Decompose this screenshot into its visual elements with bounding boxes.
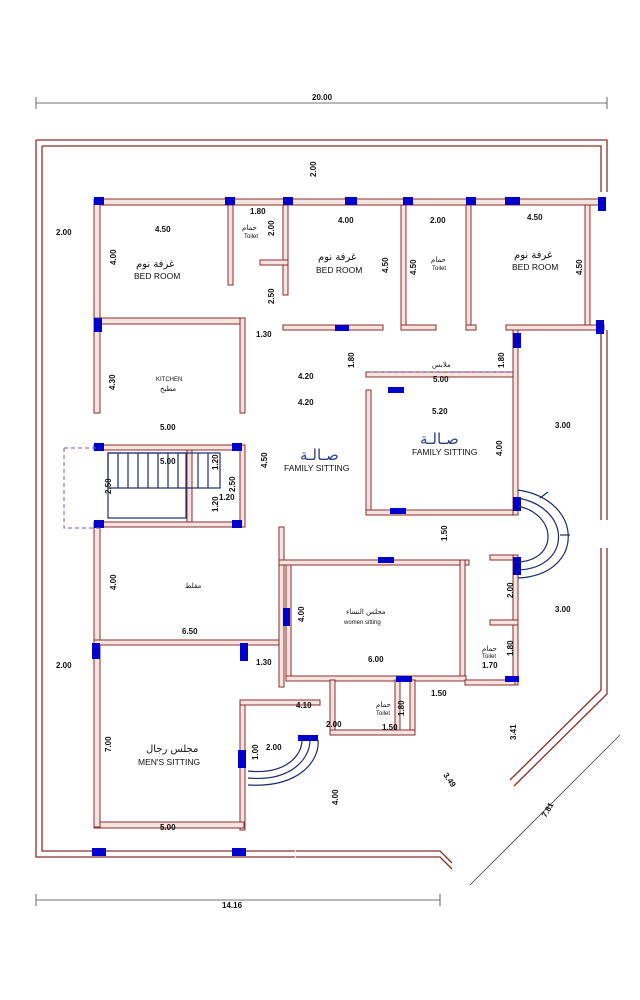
dim-bottom-width: 14.16 — [222, 901, 243, 910]
dim-toilet3-width: 1.70 — [482, 661, 498, 670]
walls — [93, 198, 605, 831]
dim-200-c: 2.00 — [326, 720, 342, 729]
dim-150-b: 1.50 — [431, 689, 447, 698]
bed1-label-ar: غرفة نوم — [136, 259, 174, 270]
dim-341: 3.41 — [509, 724, 518, 740]
dim-781: 7.81 — [540, 801, 556, 819]
dim-130-b: 1.30 — [256, 658, 272, 667]
toilet2-label-en: Toilet — [432, 266, 446, 272]
toilet3-label-en: Toilet — [482, 654, 496, 660]
dim-right-setback-a: 3.00 — [555, 421, 571, 430]
dim-bed2-height: 4.50 — [381, 257, 390, 273]
toilet4-label-en: Toilet — [376, 711, 390, 717]
bed3-label-en: BED ROOM — [512, 262, 558, 272]
toilet2-label-ar: حمام — [431, 256, 446, 264]
dim-corridor-180-a: 1.80 — [347, 352, 356, 368]
clothes-label-ar: ملابس — [432, 361, 451, 369]
dimension-labels: 20.00 14.16 2.00 2.00 4.50 4.00 1.80 2.0… — [56, 93, 584, 910]
bed3-label-ar: غرفة نوم — [514, 250, 552, 261]
dim-left-setback-top: 2.00 — [56, 228, 72, 237]
entrance-steps — [247, 489, 570, 786]
dim-150-c: 1.50 — [382, 723, 398, 732]
dim-top-setback: 2.00 — [309, 161, 318, 177]
toilet3-label-ar: حمام — [482, 645, 497, 653]
staircase — [63, 447, 221, 529]
kitchen-label-ar: مطبخ — [160, 385, 176, 393]
dim-toilet1-width: 1.80 — [250, 207, 266, 216]
dim-right-setback-b: 3.00 — [555, 605, 571, 614]
bed1-label-en: BED ROOM — [134, 271, 180, 281]
dim-150-a: 1.50 — [440, 525, 449, 541]
dim-corridor-180-b: 1.80 — [497, 352, 506, 368]
dim-100: 1.00 — [251, 744, 260, 760]
room-labels: غرفة نوم BED ROOM حمام Toilet غرفة نوم B… — [134, 224, 558, 767]
dim-stair-120-c: 1.20 — [211, 496, 220, 512]
court-label-ar: مقلط — [185, 582, 202, 590]
dim-total-width: 20.00 — [312, 93, 333, 102]
men-label-ar: مجلس رجال — [146, 744, 198, 755]
dim-349: 3.49 — [441, 771, 458, 789]
dim-women-width: 6.00 — [368, 655, 384, 664]
structural-columns — [92, 197, 606, 856]
dim-women-height: 4.00 — [297, 606, 306, 622]
dim-bed3-height: 4.50 — [575, 259, 584, 275]
women-label-ar: مجلس النساء — [346, 608, 386, 616]
dim-toilet2-width: 2.00 — [430, 216, 446, 225]
dim-corridor-130: 1.30 — [256, 330, 272, 339]
dim-bed1-width: 4.50 — [155, 225, 171, 234]
dim-200-b: 2.00 — [506, 582, 515, 598]
dim-family2-width: 5.20 — [432, 407, 448, 416]
dimension-lines — [35, 97, 621, 906]
dim-200-d: 2.00 — [266, 743, 282, 752]
plot-boundary — [35, 139, 608, 870]
family1-label-ar: صـالـة — [300, 446, 339, 464]
dim-family2-height: 4.00 — [495, 440, 504, 456]
family1-label-en: FAMILY SITTING — [284, 463, 349, 473]
dim-men-height: 7.00 — [104, 736, 113, 752]
kitchen-label-en: KITCHEN — [156, 377, 182, 383]
dim-bed1-height: 4.00 — [109, 249, 118, 265]
dim-left-setback-bottom: 2.00 — [56, 661, 72, 670]
dim-kitchen-420-b: 4.20 — [298, 398, 314, 407]
men-label-en: MEN'S SITTING — [138, 757, 200, 767]
dim-court-height: 4.00 — [109, 574, 118, 590]
dim-kitchen-420-a: 4.20 — [298, 372, 314, 381]
dim-court-width: 6.50 — [182, 627, 198, 636]
dim-stair-inner: 5.00 — [160, 457, 176, 466]
dim-toilet1-height: 2.00 — [267, 220, 276, 236]
toilet1-label-en: Toilet — [244, 234, 258, 240]
toilet4-label-ar: حمام — [376, 701, 391, 709]
women-label-en: women sitting — [343, 620, 381, 626]
bed2-label-en: BED ROOM — [316, 265, 362, 275]
dim-family1-height: 4.50 — [260, 452, 269, 468]
toilet1-label-ar: حمام — [242, 224, 257, 232]
family2-label-ar: صـالـة — [420, 430, 459, 448]
dim-bed3-width: 4.50 — [527, 213, 543, 222]
dim-toilet4-height: 1.80 — [397, 700, 406, 716]
bed2-label-ar: غرفة نوم — [318, 252, 356, 263]
dim-men-width: 5.00 — [160, 823, 176, 832]
dim-stair-250-b: 2.50 — [228, 476, 237, 492]
dim-toilet3-height: 1.80 — [506, 640, 515, 656]
dim-clothes-width: 5.00 — [433, 375, 449, 384]
dim-410: 4.10 — [296, 701, 312, 710]
dim-corridor-vertical: 2.50 — [267, 288, 276, 304]
family2-label-en: FAMILY SITTING — [412, 447, 477, 457]
dim-bed2-width: 4.00 — [338, 216, 354, 225]
dim-400-e: 4.00 — [331, 789, 340, 805]
dim-stair-width: 5.00 — [160, 423, 176, 432]
dim-kitchen-height: 4.30 — [108, 374, 117, 390]
dim-toilet2-height: 4.50 — [409, 259, 418, 275]
dim-stair-120-b: 1.20 — [219, 493, 235, 502]
dim-stair-250-a: 2.50 — [104, 478, 113, 494]
dim-stair-120-a: 1.20 — [211, 454, 220, 470]
